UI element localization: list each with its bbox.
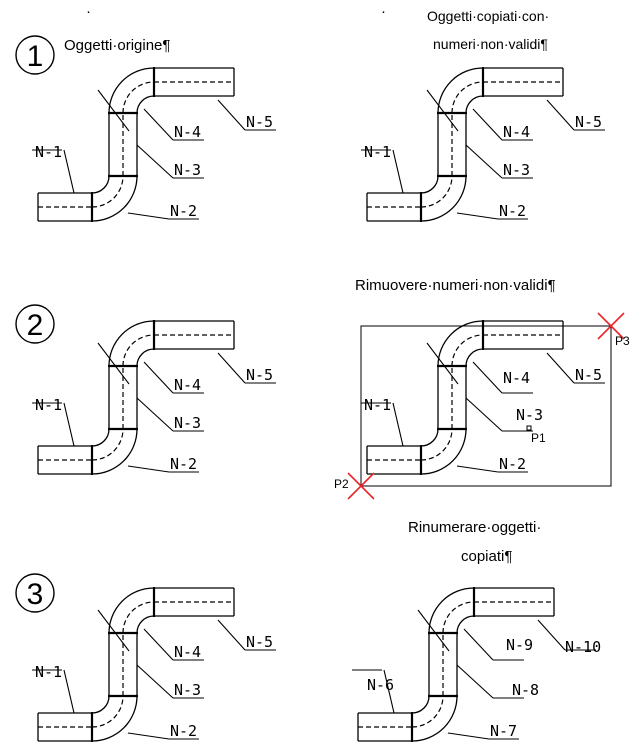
pipe-assembly bbox=[359, 65, 607, 224]
label-n5: N-5 bbox=[246, 113, 273, 131]
step-1: 1 Oggetti·origine¶ N-1 N-2 N-3 N-4 N-5 O… bbox=[15, 8, 607, 224]
label-n4: N-4 bbox=[503, 369, 530, 387]
label-n3: N-3 bbox=[174, 681, 201, 699]
selection-window bbox=[360, 325, 612, 487]
step-number: 2 bbox=[27, 309, 44, 342]
pick-point-p1 bbox=[526, 425, 532, 431]
step-marker bbox=[15, 573, 55, 613]
label-n2: N-2 bbox=[170, 202, 197, 220]
label-n3: N-3 bbox=[516, 406, 543, 424]
step-3: 3 N-1 N-2 N-3 N-4 N-5 Rinumerare·oggetti… bbox=[15, 519, 601, 744]
label-n4: N-4 bbox=[174, 643, 201, 661]
label-n6: N-6 bbox=[367, 676, 394, 694]
label-n4: N-4 bbox=[503, 123, 530, 141]
label-n8: N-8 bbox=[512, 681, 539, 699]
step-marker bbox=[15, 304, 55, 344]
pipe-assembly bbox=[30, 65, 278, 224]
remove-invalid-numbers-diagram: Rimuovere·numeri·non·validi¶ N-1 N-2 N-3… bbox=[334, 277, 630, 500]
dot-mark-right: · bbox=[381, 3, 386, 20]
caption: Rimuovere·numeri·non·validi¶ bbox=[355, 277, 556, 294]
label-n1: N-1 bbox=[364, 396, 391, 414]
label-n9: N-9 bbox=[506, 636, 533, 654]
step-number: 1 bbox=[27, 40, 44, 73]
point-label-p3: P3 bbox=[615, 334, 630, 348]
renumbered-objects-diagram: Rinumerare·oggetti· copiati¶ N-6 N-7 N-8… bbox=[350, 519, 601, 744]
step-2: 2 N-1 N-2 N-3 N-4 N-5 Rimuovere·numeri·n… bbox=[15, 277, 630, 500]
label-n3: N-3 bbox=[174, 414, 201, 432]
caption-line-2: copiati¶ bbox=[461, 548, 512, 565]
pipe-assembly bbox=[30, 585, 278, 744]
copied-objects-diagram: Oggetti·copiati·con· numeri·non·validi¶ … bbox=[359, 8, 607, 224]
caption-line-2: numeri·non·validi¶ bbox=[433, 36, 548, 52]
source-objects-diagram: N-1 N-2 N-3 N-4 N-5 bbox=[30, 585, 278, 744]
caption-line-1: Oggetti·copiati·con· bbox=[427, 8, 549, 24]
point-label-p2: P2 bbox=[334, 477, 349, 491]
corner-marker-p3 bbox=[597, 312, 625, 340]
dot-mark-left: · bbox=[86, 3, 91, 20]
label-n2: N-2 bbox=[170, 722, 197, 740]
label-n2: N-2 bbox=[499, 202, 526, 220]
step-marker bbox=[15, 35, 55, 75]
source-objects-diagram: N-1 N-2 N-3 N-4 N-5 bbox=[30, 318, 278, 477]
corner-marker-p2 bbox=[347, 472, 375, 500]
step-number: 3 bbox=[27, 578, 44, 611]
label-n1: N-1 bbox=[35, 663, 62, 681]
label-n1: N-1 bbox=[35, 396, 62, 414]
label-n1: N-1 bbox=[364, 143, 391, 161]
label-n3: N-3 bbox=[503, 161, 530, 179]
point-label-p1: P1 bbox=[531, 431, 546, 445]
label-n2: N-2 bbox=[499, 455, 526, 473]
caption: Oggetti·origine¶ bbox=[64, 37, 170, 54]
pipe-assembly bbox=[350, 585, 598, 744]
label-n5: N-5 bbox=[575, 366, 602, 384]
caption-line-1: Rinumerare·oggetti· bbox=[408, 519, 541, 536]
pipe-assembly bbox=[359, 318, 607, 477]
label-n10: N-10 bbox=[565, 638, 601, 656]
label-n7: N-7 bbox=[490, 722, 517, 740]
label-n5: N-5 bbox=[246, 366, 273, 384]
label-n5: N-5 bbox=[575, 113, 602, 131]
label-n1: N-1 bbox=[35, 143, 62, 161]
label-n4: N-4 bbox=[174, 376, 201, 394]
label-n2: N-2 bbox=[170, 455, 197, 473]
label-n4: N-4 bbox=[174, 123, 201, 141]
label-n3: N-3 bbox=[174, 161, 201, 179]
label-n5: N-5 bbox=[246, 633, 273, 651]
source-objects-diagram: Oggetti·origine¶ N-1 N-2 N-3 N-4 N-5 bbox=[30, 37, 278, 224]
pipe-assembly bbox=[30, 318, 278, 477]
